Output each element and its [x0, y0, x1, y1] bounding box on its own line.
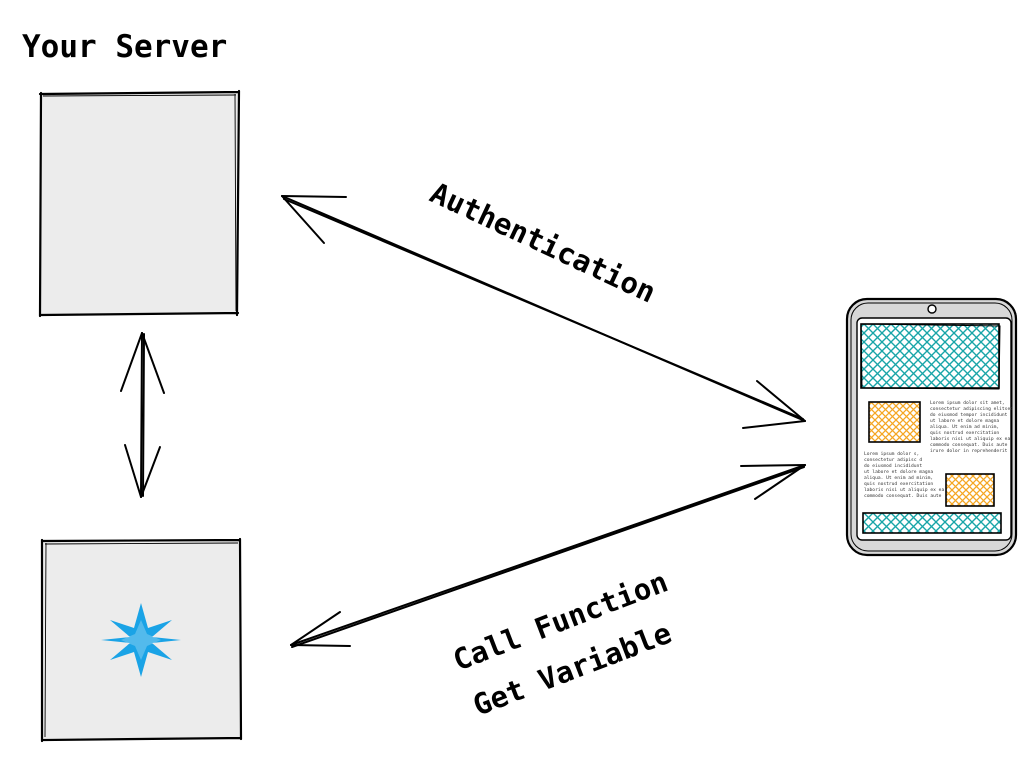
- svg-text:laboris nisi ut aliquip ex ea: laboris nisi ut aliquip ex ea: [930, 436, 1010, 442]
- authentication-label: Authentication: [425, 176, 661, 310]
- phone-text-block-1: Lorem ipsum dolor sit amet, consectetur …: [930, 400, 1013, 454]
- svg-text:quis nostrud exercitation: quis nostrud exercitation: [864, 481, 933, 487]
- authentication-arrow: [281, 195, 806, 429]
- phone-mockup: Lorem ipsum dolor sit amet, consectetur …: [845, 297, 1018, 557]
- svg-text:quis nostrud exercitation: quis nostrud exercitation: [930, 430, 999, 436]
- svg-text:aliqua. Ut enim ad minim,: aliqua. Ut enim ad minim,: [864, 475, 933, 481]
- svg-text:do eiusmod incididunt: do eiusmod incididunt: [864, 463, 922, 469]
- call-function-arrow: [290, 464, 806, 648]
- phone-image-block-1: [868, 401, 921, 443]
- svg-text:Lorem ipsum dolor sit amet,: Lorem ipsum dolor sit amet,: [930, 400, 1005, 406]
- svg-text:commodo consequat. Duis aute: commodo consequat. Duis aute: [930, 442, 1008, 448]
- server-title: Your Server: [22, 29, 227, 65]
- phone-header-block: [860, 323, 1000, 389]
- server-box: [38, 89, 241, 318]
- phone-text-block-2: Lorem ipsum dolor s, consectetur adipisc…: [864, 451, 944, 499]
- phone-footer-block: [862, 512, 1002, 534]
- svg-text:Lorem ipsum dolor s,: Lorem ipsum dolor s,: [864, 451, 919, 457]
- svg-text:commodo consequat. Duis aute: commodo consequat. Duis aute: [864, 493, 942, 499]
- svg-text:ut labore et dolore magna: ut labore et dolore magna: [930, 418, 999, 424]
- svg-text:consectetur adipiscing elitsed: consectetur adipiscing elitsed: [930, 406, 1013, 412]
- svg-text:laboris nisi ut aliquip ex ea: laboris nisi ut aliquip ex ea: [864, 487, 944, 493]
- svg-text:ut labore et dolore magna: ut labore et dolore magna: [864, 469, 933, 475]
- phone-image-block-2: [945, 473, 995, 507]
- svg-text:do eiusmod tempor incididunt: do eiusmod tempor incididunt: [930, 412, 1008, 418]
- sparkle-star-icon: [101, 603, 181, 677]
- svg-text:consectetur adipisc d: consectetur adipisc d: [864, 457, 922, 463]
- phone-camera-icon: [927, 304, 937, 314]
- svg-text:irure dolor in reprehenderit: irure dolor in reprehenderit: [930, 448, 1008, 454]
- svg-text:aliqua. Ut enim ad minim,: aliqua. Ut enim ad minim,: [930, 424, 999, 430]
- vertical-double-arrow: [120, 332, 165, 498]
